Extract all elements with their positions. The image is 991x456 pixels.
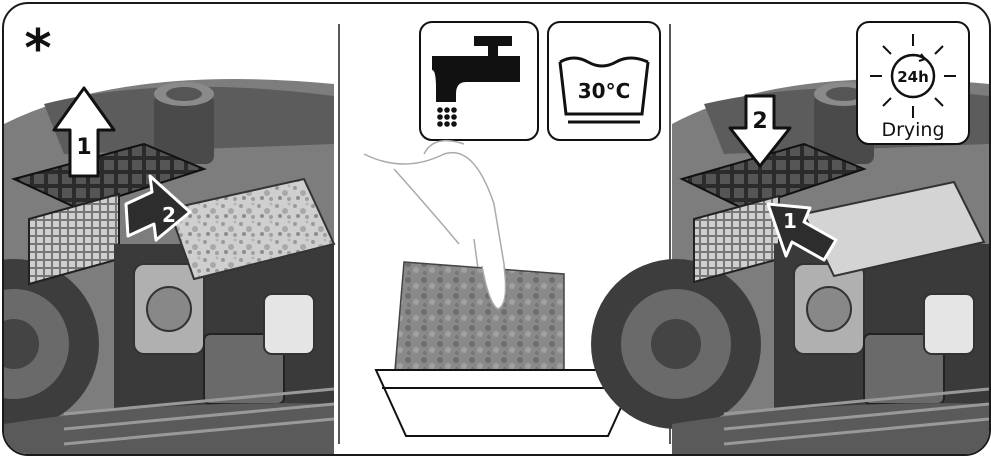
step-number-1: 1: [76, 135, 91, 160]
instruction-illustration: 1 2 * 30°C: [4, 4, 989, 454]
step-number-2: 2: [752, 109, 767, 134]
wet-filter-sheet: [394, 262, 564, 386]
wash-temperature-label: 30°C: [578, 79, 631, 103]
drying-time-label: 24h: [897, 68, 929, 86]
step-number-2: 2: [162, 203, 176, 227]
water-basin: [376, 370, 638, 436]
panel-remove-filter: 1 2 *: [4, 19, 334, 454]
drying-label: Drying: [881, 119, 944, 141]
step-number-1: 1: [783, 209, 797, 233]
asterisk-marker: *: [24, 19, 51, 79]
